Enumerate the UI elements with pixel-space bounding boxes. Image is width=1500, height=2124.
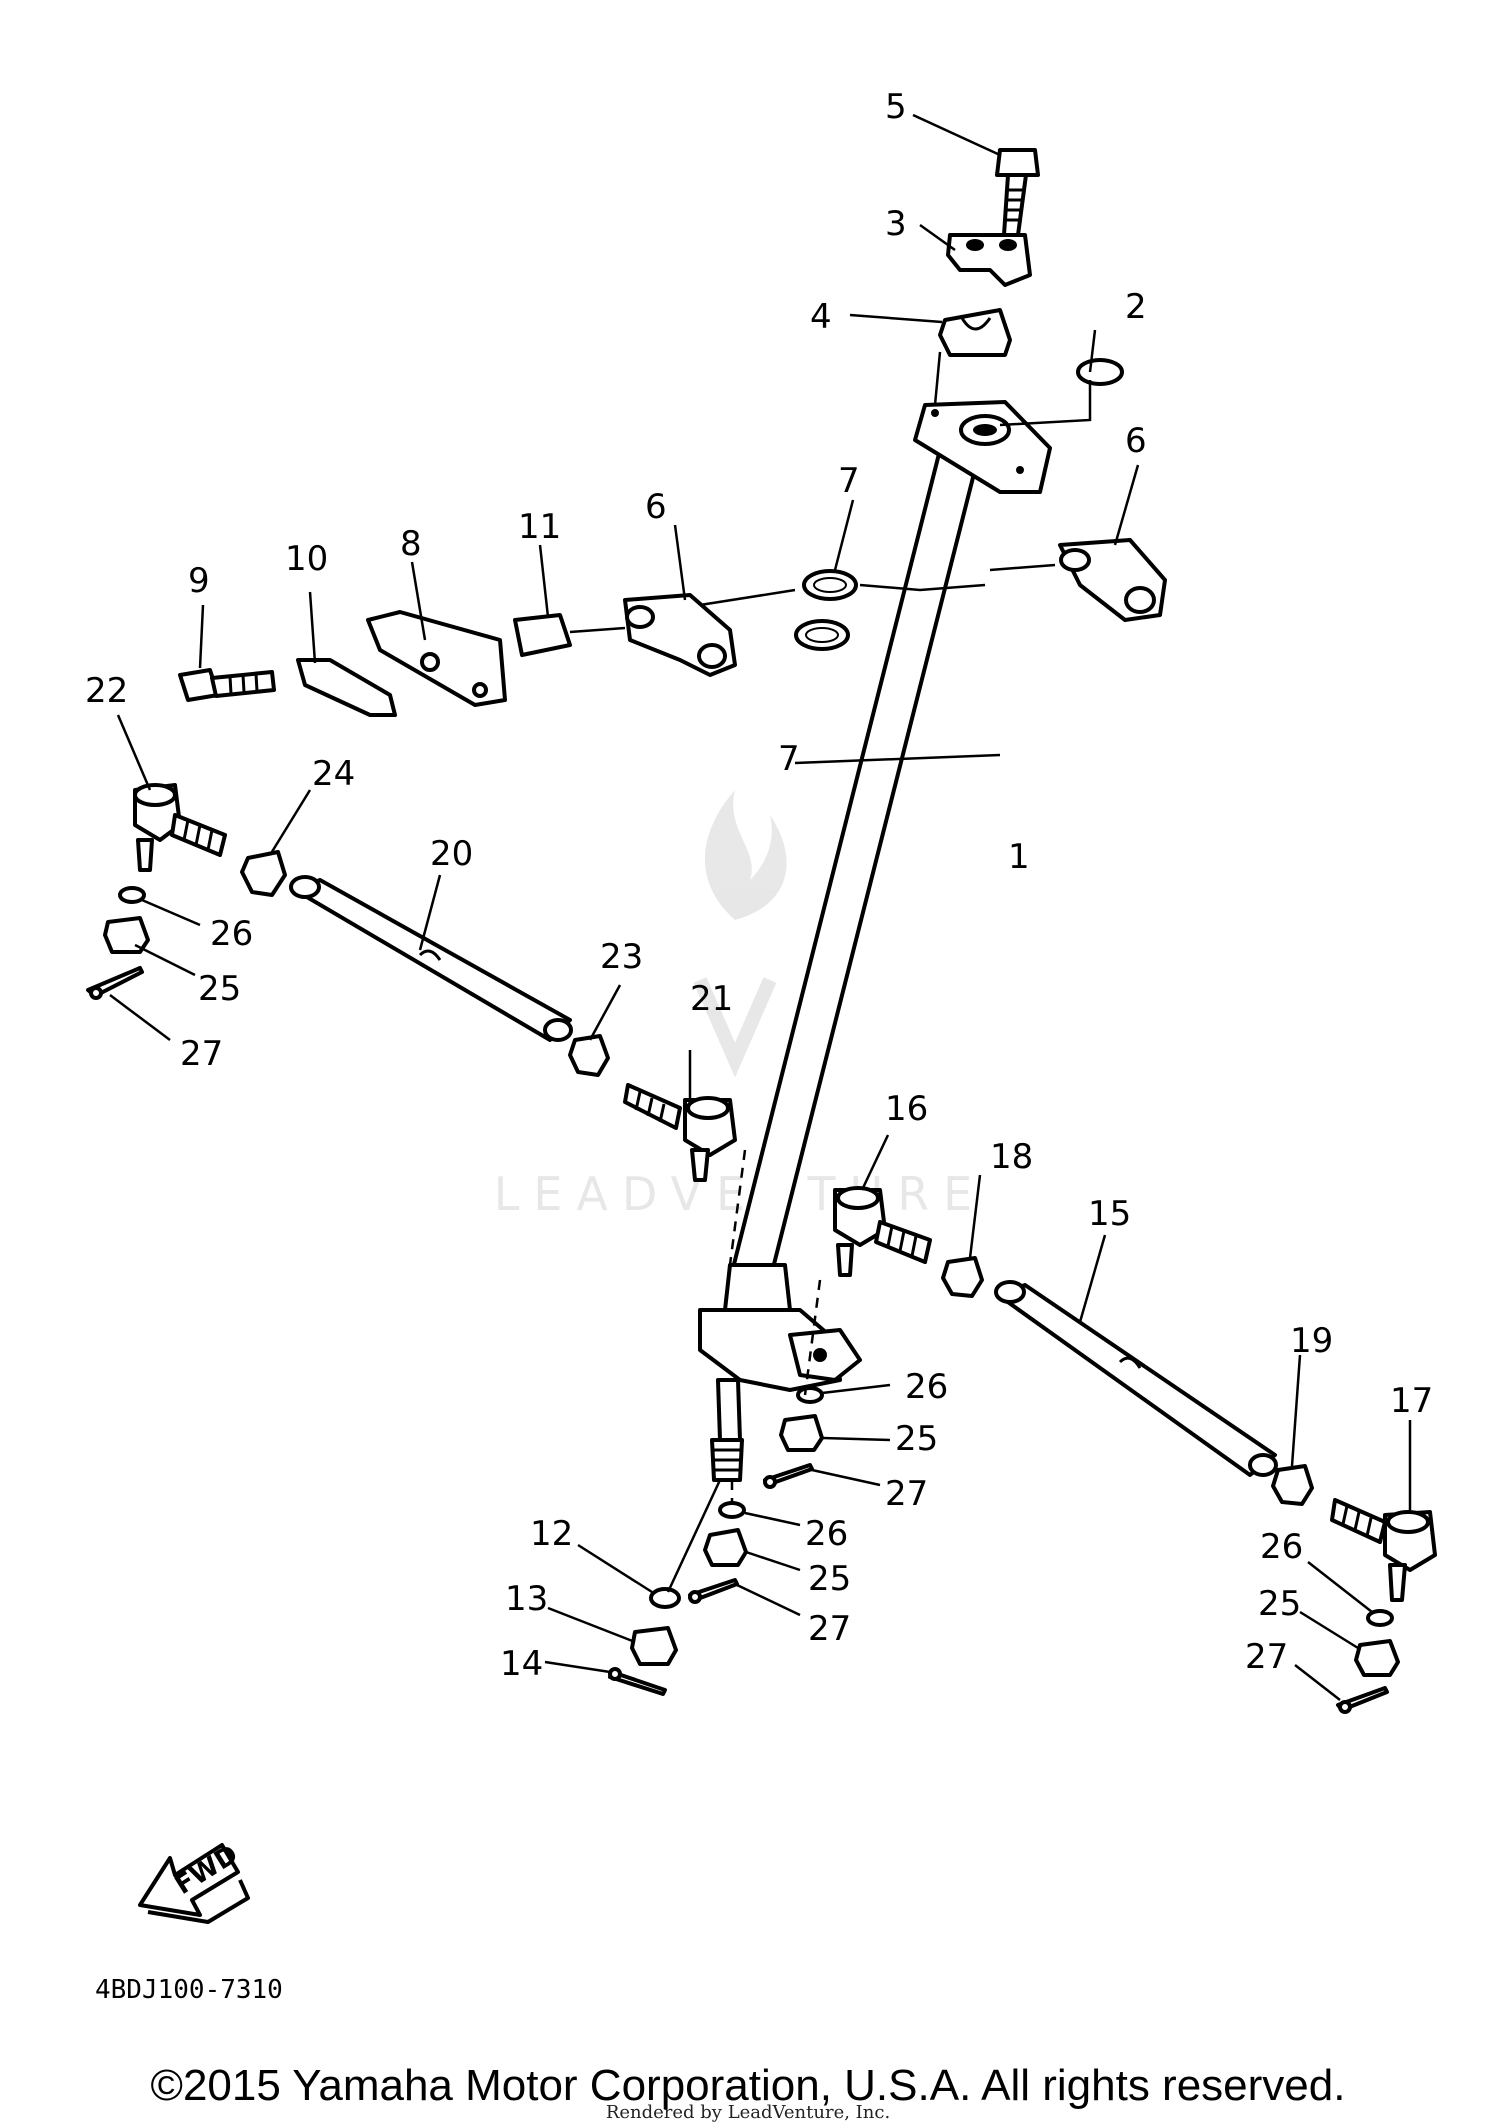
callout-1: 1 [1008,837,1030,877]
part-14-cotter-pin [608,1667,667,1696]
callout-7: 7 [778,739,800,779]
part-5-bolt [995,148,1040,237]
callout-14: 14 [500,1644,543,1684]
callout-25: 25 [198,969,241,1009]
callout-4: 4 [810,297,832,337]
callout-23: 23 [600,937,643,977]
callout-27: 27 [885,1474,928,1514]
callout-25: 25 [1258,1584,1301,1624]
part-16-tie-rod-end [833,1186,932,1277]
part-13-nut [630,1626,678,1666]
callout-26: 26 [1260,1527,1303,1567]
callout-17: 17 [1390,1381,1433,1421]
callout-24: 24 [312,754,355,794]
part-18-nut [941,1256,984,1298]
part-25-nut-right [1354,1639,1400,1677]
callout-2: 2 [1125,287,1147,327]
watermark-logo [693,790,787,1078]
part-15-tie-rod [994,1280,1278,1477]
diagram-code: 4BDJ100-7310 [95,1975,283,2005]
fwd-arrow-icon: FWD [138,1839,250,1924]
part-7-rings [794,569,858,651]
part-26-washer-center-lower [718,1501,746,1519]
part-27-cotter-pin-center-lower [688,1578,739,1604]
callout-21: 21 [690,979,733,1019]
callout-26: 26 [905,1367,948,1407]
part-3-upper-clamp [946,233,1032,287]
part-6-right-clamp [1058,538,1167,622]
part-19-nut [1271,1464,1314,1506]
callout-11: 11 [518,507,561,547]
part-11-collar [513,613,572,657]
callout-10: 10 [285,539,328,579]
part-24-nut [240,850,287,897]
callout-19: 19 [1290,1321,1333,1361]
part-25-nut-center-upper [779,1414,824,1452]
callout-26: 26 [805,1514,848,1554]
callout-5: 5 [885,87,907,127]
callout-3: 3 [885,204,907,244]
callout-20: 20 [430,834,473,874]
callout-27: 27 [808,1609,851,1649]
callout-6: 6 [645,487,667,527]
callout-27: 27 [1245,1637,1288,1677]
callout-7: 7 [838,461,860,501]
part-27-cotter-pin-right [1336,1686,1389,1714]
part-27-cotter-pin-center-upper [763,1463,814,1489]
part-2-cap [1076,358,1124,386]
leader-lines [109,113,1412,1701]
callouts: 5 3 4 2 6 6 7 7 11 8 10 9 22 24 20 1 26 … [85,87,1433,1684]
rendered-by-text: Rendered by LeadVenture, Inc. [606,2102,890,2123]
part-22-tie-rod-end-left [133,783,227,872]
callout-16: 16 [885,1089,928,1129]
part-27-cotter-pin-left [86,966,144,1000]
part-10-lock-washer [296,658,397,717]
part-9-bolt [178,668,276,702]
part-8-plate [366,610,507,707]
part-20-tie-rod [289,875,573,1042]
part-17-tie-rod-end-right [1330,1498,1437,1602]
callout-6: 6 [1125,421,1147,461]
callout-25: 25 [895,1419,938,1459]
part-12-washer [649,1587,681,1609]
part-21-tie-rod-end [623,1083,737,1182]
callout-27: 27 [180,1034,223,1074]
watermark-text: LEADVENTURE [494,1167,987,1221]
part-26-washer-right [1366,1609,1394,1627]
part-4-lower-clamp [938,308,1012,357]
part-6-left-clamp [623,593,737,677]
callout-9: 9 [188,561,210,601]
callout-13: 13 [505,1579,548,1619]
callout-25: 25 [808,1559,851,1599]
callout-8: 8 [400,524,422,564]
callout-22: 22 [85,671,128,711]
steering-column [698,400,1052,1482]
part-25-nut-left [103,916,150,954]
part-25-nut-center-lower [703,1528,748,1567]
callout-26: 26 [210,914,253,954]
callout-18: 18 [990,1137,1033,1177]
callout-12: 12 [530,1514,573,1554]
part-26-washer-left [118,886,146,904]
callout-15: 15 [1088,1194,1131,1234]
part-26-washer-center-upper [796,1386,824,1404]
copyright-text: ©2015 Yamaha Motor Corporation, U.S.A. A… [151,2061,1346,2110]
part-23-nut [568,1034,610,1077]
